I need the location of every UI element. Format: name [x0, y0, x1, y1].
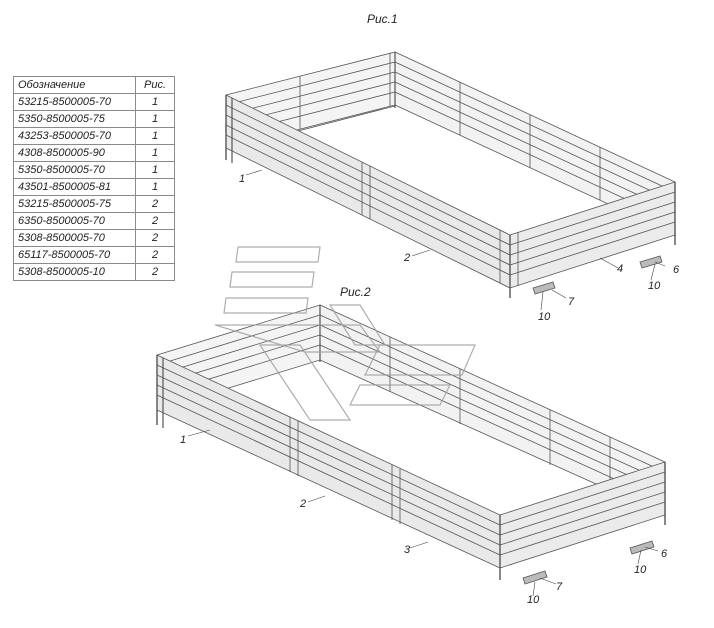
designation-cell: 5308-8500005-70 [13, 229, 136, 247]
designation-cell: 65117-8500005-70 [13, 246, 136, 264]
watermark-logo [214, 246, 476, 421]
fig-cell: 1 [135, 161, 175, 179]
fig-cell: 1 [135, 110, 175, 128]
fig1-title: Рис.1 [367, 12, 398, 26]
fig1-callout-7: 7 [568, 296, 575, 308]
fig-cell: 1 [135, 144, 175, 162]
header-fig: Рис. [135, 76, 175, 94]
fig-cell: 2 [135, 229, 175, 247]
fig2-leaders [187, 429, 659, 597]
fig-cell: 2 [135, 246, 175, 264]
designation-cell: 5350-8500005-75 [13, 110, 136, 128]
fig2-callout-10b: 10 [527, 594, 540, 606]
fig2-callout-3: 3 [404, 544, 411, 556]
designation-cell: 5308-8500005-10 [13, 263, 136, 281]
fig2-title: Рис.2 [340, 285, 371, 299]
designation-cell: 43253-8500005-70 [13, 127, 136, 145]
fig-cell: 2 [135, 195, 175, 213]
fig2-callout-6: 6 [661, 548, 668, 560]
fig-cell: 1 [135, 178, 175, 196]
fig2-callout-7: 7 [556, 581, 563, 593]
fig1-callout-1: 1 [239, 173, 246, 185]
designation-cell: 4308-8500005-90 [13, 144, 136, 162]
fig2-callout-2: 2 [300, 498, 307, 510]
fig-cell: 2 [135, 263, 175, 281]
fig2-callout-1: 1 [180, 434, 187, 446]
table-header-row: Обозначение Рис. [13, 76, 175, 94]
fig1-callout-10b: 10 [538, 311, 551, 323]
fig-cell: 1 [135, 93, 175, 111]
fig1-callout-4: 4 [617, 263, 624, 275]
fig2-callout-10a: 10 [634, 564, 647, 576]
fig1-leaders [245, 169, 666, 311]
fig1-callout-10a: 10 [648, 280, 661, 292]
designation-cell: 53215-8500005-75 [13, 195, 136, 213]
designation-cell: 43501-8500005-81 [13, 178, 136, 196]
designation-cell: 6350-8500005-70 [13, 212, 136, 230]
fig1-callout-2: 2 [404, 252, 411, 264]
fig1-cargo-body [225, 51, 676, 298]
designation-cell: 5350-8500005-70 [13, 161, 136, 179]
fig2-cargo-body [156, 304, 666, 585]
fig-cell: 1 [135, 127, 175, 145]
designation-cell: 53215-8500005-70 [13, 93, 136, 111]
fig1-callout-6: 6 [673, 264, 680, 276]
fig-cell: 2 [135, 212, 175, 230]
header-designation: Обозначение [13, 76, 136, 94]
